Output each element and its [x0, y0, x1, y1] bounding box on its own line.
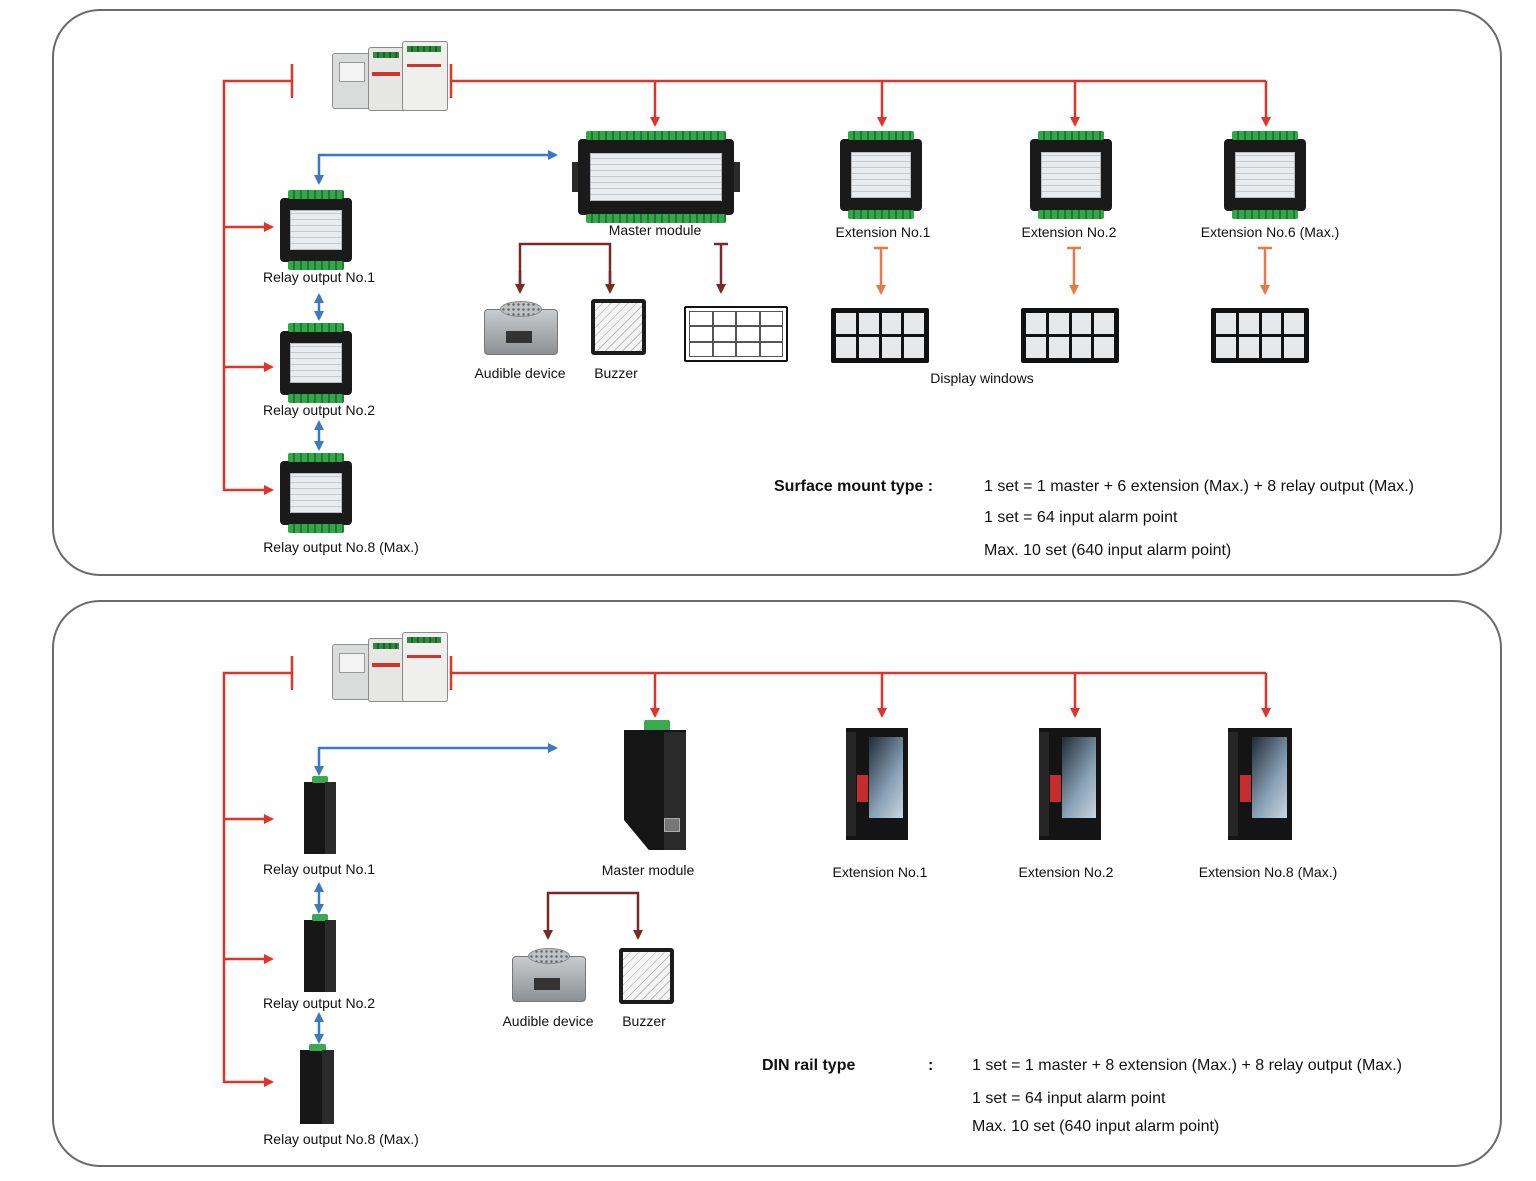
din-relay-output-1 [304, 776, 336, 854]
din-relay-output-8 [300, 1044, 334, 1124]
din-extension-label-2: Extension No.2 [1018, 864, 1114, 880]
relay-output-2 [280, 323, 352, 403]
din-audible-device [512, 948, 586, 1002]
extension-module-1 [840, 131, 922, 219]
din-master-module [624, 720, 688, 852]
din-master-module-label: Master module [601, 862, 695, 878]
din-spec-colon: : [928, 1057, 934, 1074]
extension-label-1: Extension No.1 [835, 224, 931, 240]
din-rail-panel: Master module Extension No.1 Extension N… [52, 600, 1502, 1167]
display-window-2 [1021, 308, 1119, 363]
din-audible-device-label: Audible device [502, 1013, 594, 1029]
relay-output-1 [280, 190, 352, 270]
spec-line-2: 1 set = 64 input alarm point [984, 509, 1178, 526]
relay-label-2: Relay output No.2 [262, 402, 376, 418]
extension-label-6: Extension No.6 (Max.) [1200, 224, 1340, 240]
spec-title: Surface mount type : [774, 478, 934, 495]
power-line-right [449, 64, 1271, 127]
display-windows-label: Display windows [930, 370, 1034, 386]
din-extension-2 [1039, 728, 1101, 840]
din-relay-label-8: Relay output No.8 (Max.) [263, 1131, 419, 1147]
relay-output-8 [280, 453, 352, 533]
master-module-label: Master module [608, 222, 702, 238]
din-power-line-left [222, 656, 294, 1087]
surface-mount-wiring [222, 64, 1272, 495]
din-spec-line-2: 1 set = 64 input alarm point [972, 1090, 1166, 1107]
din-spec-line-1: 1 set = 1 master + 8 extension (Max.) + … [972, 1057, 1402, 1074]
audible-device [484, 301, 558, 355]
din-buzzer-label: Buzzer [622, 1013, 666, 1029]
display-window-master [684, 306, 788, 362]
din-power-line-right [449, 656, 1271, 718]
power-supply [332, 41, 448, 111]
power-line-left [222, 64, 294, 495]
din-relay-label-1: Relay output No.1 [262, 861, 376, 877]
relay-label-1: Relay output No.1 [262, 269, 376, 285]
extension-label-2: Extension No.2 [1021, 224, 1117, 240]
din-spec-line-3: Max. 10 set (640 input alarm point) [972, 1118, 1220, 1135]
din-spec-title: DIN rail type [762, 1057, 856, 1074]
comm-line [314, 150, 558, 451]
din-relay-output-2 [304, 914, 336, 992]
din-extension-8 [1228, 728, 1292, 840]
extension-module-6 [1224, 131, 1306, 219]
din-alarm-lines [543, 891, 643, 940]
din-extension-1 [846, 728, 908, 840]
spec-line-1: 1 set = 1 master + 6 extension (Max.) + … [984, 478, 1414, 495]
din-rail-wiring [222, 656, 1271, 1087]
din-buzzer [619, 948, 674, 1004]
din-extension-label-8: Extension No.8 (Max.) [1198, 864, 1338, 880]
din-comm-line [314, 743, 558, 1044]
buzzer [591, 299, 646, 355]
display-window-1 [831, 308, 929, 363]
display-window-6 [1211, 308, 1309, 363]
alarm-lines [515, 242, 728, 294]
spec-line-3: Max. 10 set (640 input alarm point) [984, 542, 1232, 559]
display-lines [874, 246, 1272, 295]
din-relay-label-2: Relay output No.2 [262, 995, 376, 1011]
relay-label-8: Relay output No.8 (Max.) [263, 539, 419, 555]
din-extension-label-1: Extension No.1 [832, 864, 928, 880]
din-power-supply [332, 632, 448, 702]
audible-device-label: Audible device [474, 365, 566, 381]
surface-mount-panel: Master module Extension No.1 Extension N… [52, 9, 1502, 576]
extension-module-2 [1030, 131, 1112, 219]
buzzer-label: Buzzer [594, 365, 638, 381]
master-module [572, 131, 740, 223]
